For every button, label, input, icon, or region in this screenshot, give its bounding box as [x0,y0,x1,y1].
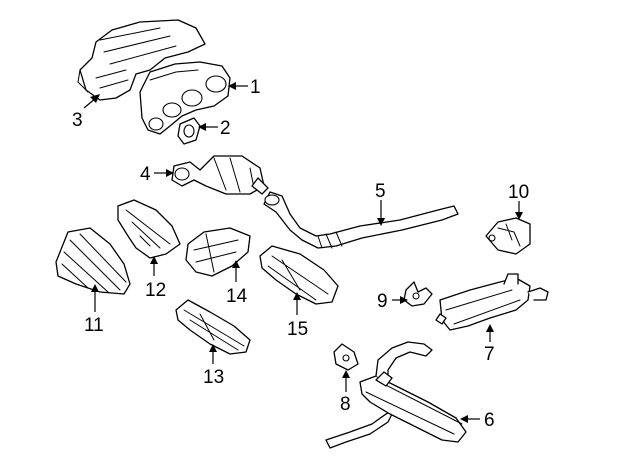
callout-11: 11 [84,315,104,336]
callout-14: 14 [226,286,248,307]
callout-4: 4 [140,164,151,185]
callout-labels: 1 2 3 4 5 6 7 8 9 10 11 12 13 14 15 [72,77,529,431]
part-10-bracket[interactable] [485,217,531,255]
part-2-gasket[interactable] [177,117,201,145]
callout-1: 1 [250,77,261,98]
leader-lines [83,82,523,423]
callout-2: 2 [220,118,231,139]
part-3-heat-shield[interactable] [77,19,206,101]
callout-12: 12 [145,280,166,301]
callout-10: 10 [508,182,529,203]
part-6-intermediate-pipe[interactable] [325,341,467,449]
callout-15: 15 [287,319,308,340]
part-1-exhaust-manifold[interactable] [139,61,231,135]
part-14-heat-shield[interactable] [185,227,251,277]
part-15-heat-shield[interactable] [259,245,339,305]
part-11-heat-shield[interactable] [55,227,131,295]
part-8-hanger[interactable] [333,343,359,371]
callout-7: 7 [484,344,495,365]
part-12-heat-shield[interactable] [117,199,181,259]
callout-8: 8 [340,394,351,415]
part-5-front-pipe[interactable] [263,191,459,249]
callout-5: 5 [375,181,386,202]
part-4-catalytic-converter[interactable] [171,155,269,195]
part-7-rear-muffler[interactable] [435,273,549,331]
callout-6: 6 [484,410,495,431]
callout-9: 9 [377,291,388,312]
part-9-clamp[interactable] [403,281,433,307]
callout-3: 3 [72,110,83,131]
callout-13: 13 [203,367,224,388]
part-13-heat-shield[interactable] [175,299,251,355]
